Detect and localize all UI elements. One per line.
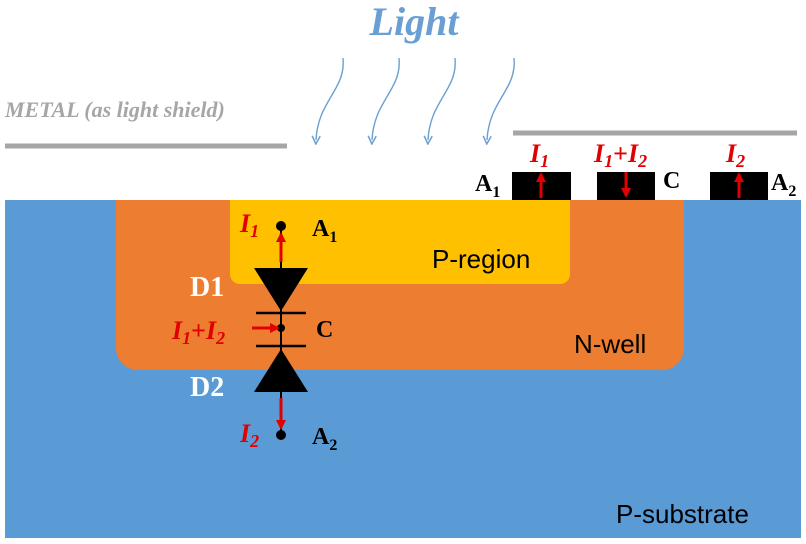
n-well-label: N-well (574, 329, 646, 359)
light-rays (316, 57, 515, 140)
p-region-label: P-region (432, 244, 530, 274)
contact-a1-label: A1 (475, 171, 500, 201)
p-substrate-label: P-substrate (616, 499, 749, 529)
metal-label: METAL (as light shield) (4, 97, 225, 122)
terminal-a1-dot (276, 221, 286, 231)
current-i2-top: I2 (725, 139, 745, 171)
circuit-a2-label: A2 (312, 424, 337, 454)
terminal-c-dot (277, 324, 285, 332)
current-i1-circuit: I1 (239, 209, 259, 241)
diode-d1-label: D1 (190, 272, 224, 303)
contact-c-label: C (663, 168, 680, 194)
diode-d2-label: D2 (190, 372, 224, 403)
light-ray-3 (428, 57, 456, 140)
light-ray-4 (487, 57, 515, 140)
light-ray-1 (316, 57, 344, 140)
light-ray-2 (372, 57, 400, 140)
current-i1i2-top: I1+I2 (593, 139, 647, 171)
circuit-c-label: C (316, 317, 333, 343)
current-i1-top: I1 (529, 139, 549, 171)
diode-d2-symbol (254, 349, 308, 392)
current-i2-circuit: I2 (239, 419, 259, 451)
circuit-a1-label: A1 (312, 216, 337, 246)
contact-a2-label: A2 (771, 170, 796, 200)
surface-band (0, 178, 806, 200)
current-i1i2-circuit: I1+I2 (171, 316, 225, 348)
terminal-a2-dot (276, 430, 286, 440)
diode-d1-symbol (254, 268, 308, 311)
title-light: Light (369, 0, 461, 44)
